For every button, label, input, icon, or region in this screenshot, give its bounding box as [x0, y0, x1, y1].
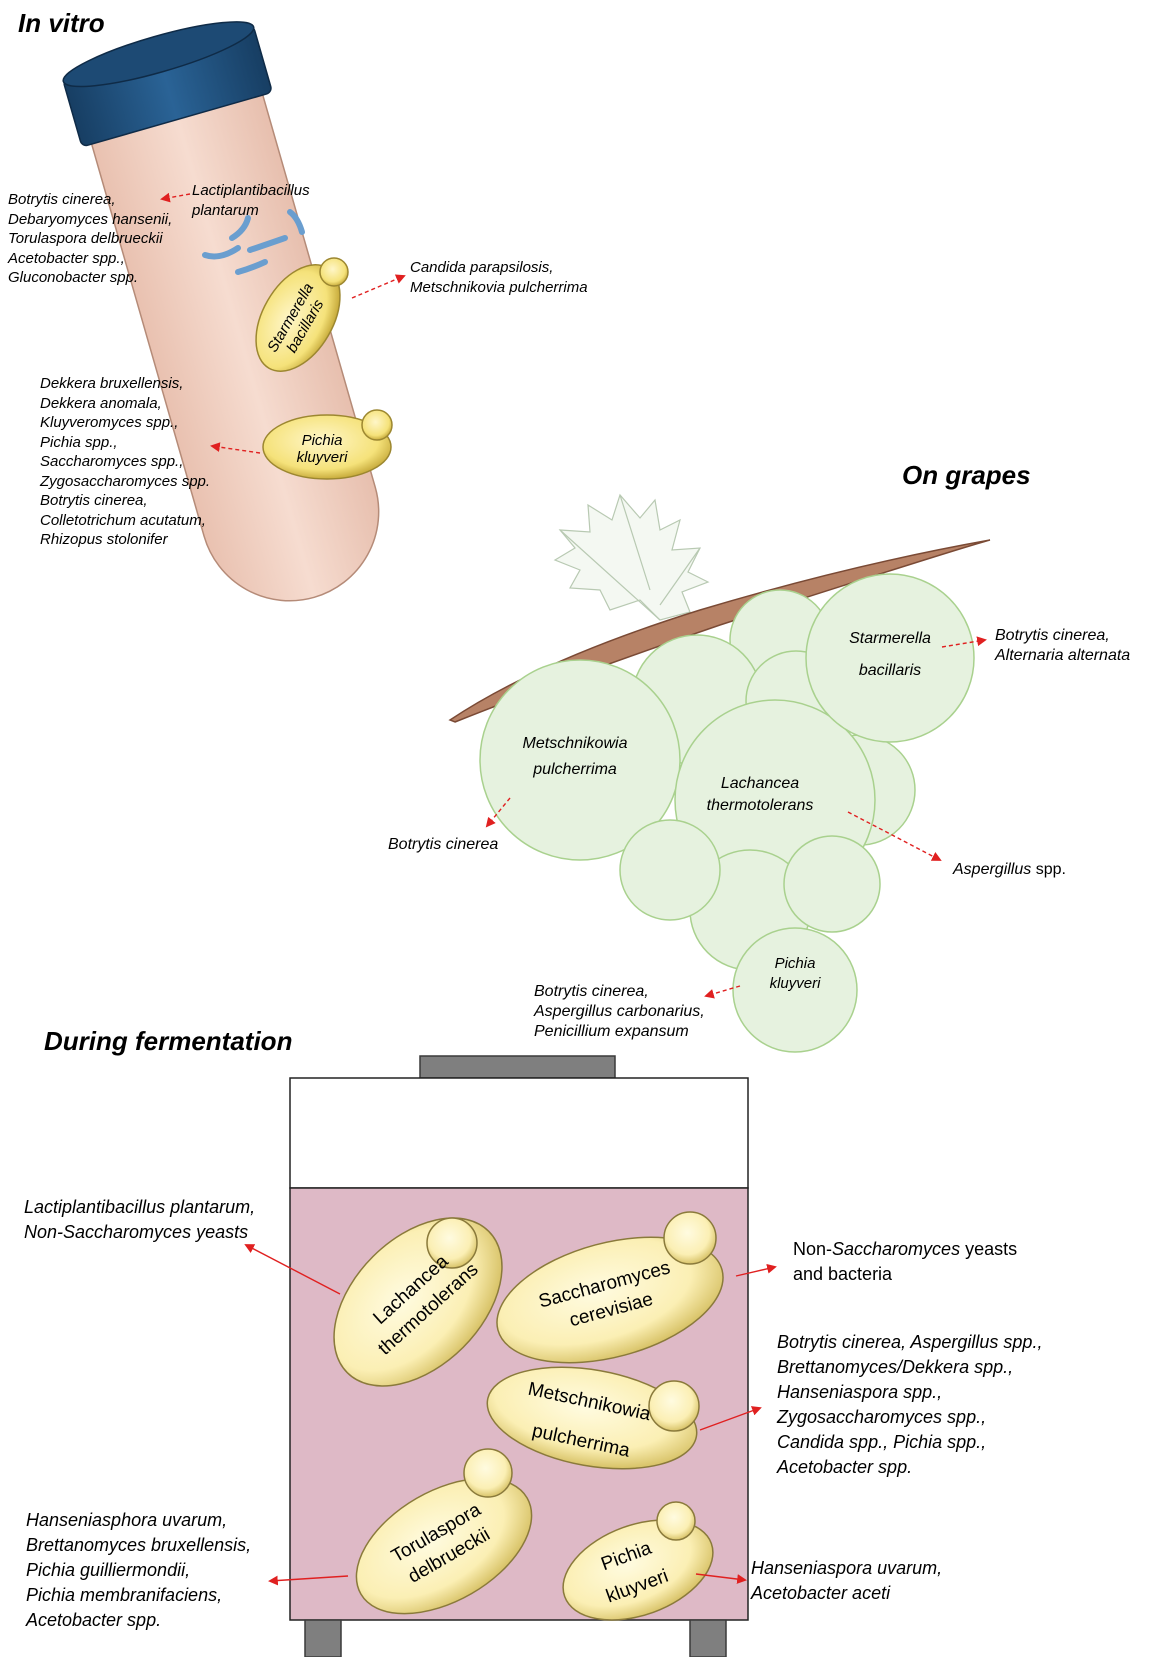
pichia-ferm-targets: Hanseniaspora uvarum, Acetobacter aceti [751, 1558, 943, 1603]
pichia-grape-label: Pichia kluyveri [769, 955, 821, 992]
section-title-on-grapes: On grapes [902, 460, 1031, 490]
lactiplantibacillus-targets: Botrytis cinerea, Debaryomyces hansenii,… [8, 191, 173, 286]
pichia-cell-invitro [262, 409, 393, 480]
fermentation-yeast-cells [333, 1211, 724, 1621]
torulaspora-ferm-targets: Hanseniasphora uvarum, Brettanomyces bru… [26, 1510, 252, 1630]
metschnikowia-grape-target: Botrytis cinerea [388, 836, 499, 853]
pichia-invitro-targets: Dekkera bruxellensis, Dekkera anomala, K… [40, 375, 211, 548]
lactiplantibacillus-label: Lactiplantibacillus plantarum [192, 182, 310, 219]
metschnikowia-ferm-targets: Botrytis cinerea, Aspergillus spp., Bret… [777, 1332, 1043, 1477]
starmerella-cell-invitro [255, 257, 349, 372]
torulaspora-cell-ferm [355, 1477, 533, 1615]
lachancea-grape-label: Lachancea thermotolerans [706, 775, 814, 814]
inhibition-arrows [160, 192, 987, 1586]
pichia-grape-targets: Botrytis cinerea, Aspergillus carbonariu… [534, 983, 705, 1040]
saccharomyces-cell-ferm [496, 1236, 724, 1364]
starmerella-invitro-targets: Candida parapsilosis, Metschnikovia pulc… [410, 259, 588, 296]
grape-cluster [479, 573, 975, 1053]
bacteria-icon [202, 209, 305, 275]
section-title-during-fermentation: During fermentation [44, 1026, 293, 1056]
vine-stem [448, 539, 991, 723]
pichia-cell-ferm [562, 1519, 714, 1621]
starmerella-grape-label: Starmerella bacillaris [849, 630, 931, 679]
saccharomyces-ferm-targets: Non-Saccharomyces yeasts and bacteria [793, 1239, 1018, 1284]
lachancea-ferm-targets: Lactiplantibacillus plantarum, Non-Sacch… [24, 1197, 256, 1242]
pichia-invitro-label: Pichia kluyveri [296, 432, 348, 466]
section-title-in-vitro: In vitro [18, 8, 105, 38]
metschnikowia-cell-ferm [486, 1366, 698, 1470]
starmerella-grape-targets: Botrytis cinerea, Alternaria alternata [995, 627, 1131, 664]
vine-leaf-icon [553, 493, 710, 621]
metschnikowia-grape-label: Metschnikowia pulcherrima [522, 735, 628, 778]
lachancea-grape-target: Aspergillus spp. [953, 861, 1066, 878]
